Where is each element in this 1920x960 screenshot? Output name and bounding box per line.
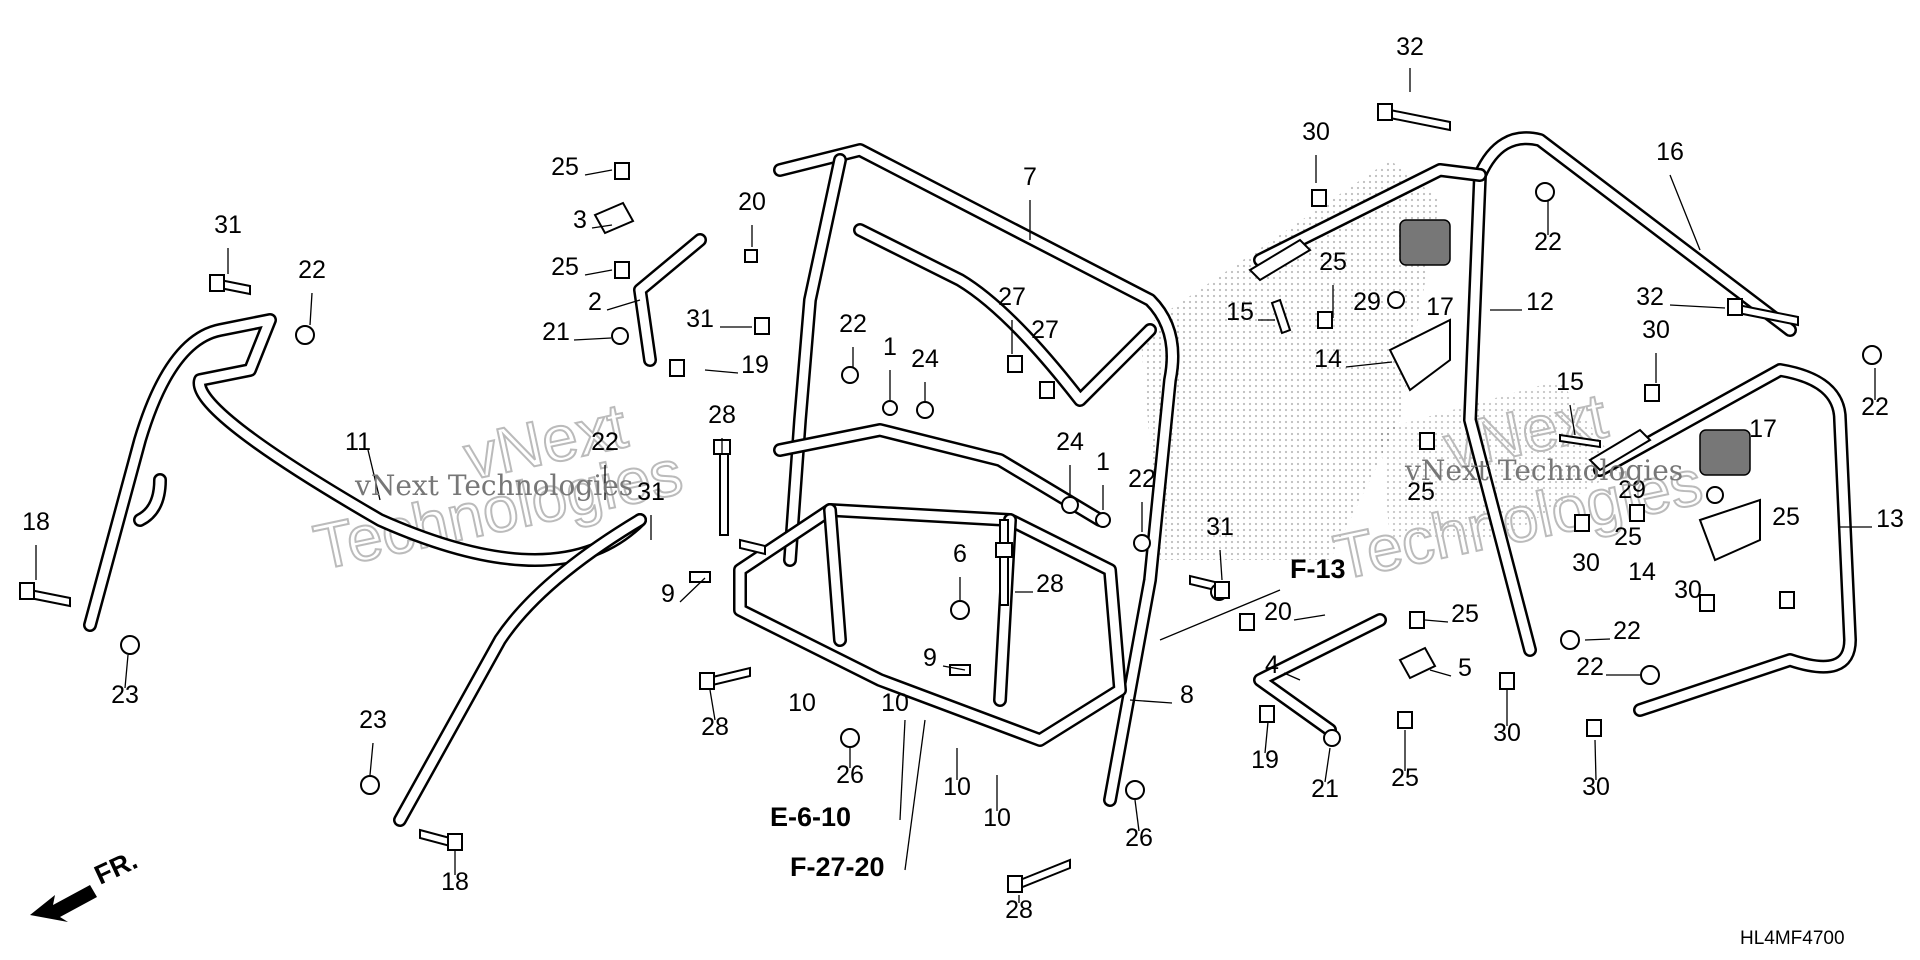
callout-number: 22 [1534, 228, 1562, 256]
right-frame-pipe-lower [1593, 363, 1857, 717]
callout-number: 24 [911, 345, 939, 373]
callout-number: 21 [542, 318, 570, 346]
callout-number: 6 [953, 540, 967, 568]
callout-number: 9 [661, 580, 675, 608]
watermark-text: vNext Technologies vNext Technologies [354, 454, 1683, 502]
right-frame-pipe-upper [1253, 131, 1797, 657]
callout-number: 22 [1861, 393, 1889, 421]
callout-number: 12 [1526, 288, 1554, 316]
callout-number: 9 [923, 644, 937, 672]
callout-number: 14 [1628, 558, 1656, 586]
dotted-shading [1140, 160, 1620, 560]
callout-number: 27 [1031, 316, 1059, 344]
callout-number: 18 [441, 868, 469, 896]
front-direction-arrow-icon [30, 885, 97, 922]
callout-number: 30 [1674, 576, 1702, 604]
callout-number: 19 [1251, 746, 1279, 774]
callout-number: 22 [1128, 465, 1156, 493]
callout-number: 29 [1353, 288, 1381, 316]
callout-number: 31 [637, 478, 665, 506]
callout-number: 2 [588, 288, 602, 316]
callout-number: 17 [1749, 415, 1777, 443]
callout-number: 15 [1556, 368, 1584, 396]
callout-number: 26 [1125, 824, 1153, 852]
callout-number: 10 [881, 689, 909, 717]
callout-number: 22 [298, 256, 326, 284]
callout-number: 4 [1265, 651, 1279, 679]
bracket-4 [1253, 613, 1387, 737]
callout-number: 25 [1451, 600, 1479, 628]
callout-number: 14 [1314, 345, 1342, 373]
callout-number: 18 [22, 508, 50, 536]
callout-number: 25 [1772, 503, 1800, 531]
reference-labels: F-13E-6-10F-27-20 [770, 554, 1346, 882]
callout-number: 30 [1572, 549, 1600, 577]
reference-label: F-27-20 [790, 852, 885, 882]
callout-number: 17 [1426, 293, 1454, 321]
callout-number: 21 [1311, 775, 1339, 803]
callout-number: 11 [345, 428, 371, 456]
callout-number: 25 [1614, 523, 1642, 551]
callout-number: 22 [1576, 653, 1604, 681]
callout-number: 25 [551, 153, 579, 181]
callout-number: 28 [1005, 896, 1033, 924]
callout-number: 20 [738, 188, 766, 216]
callout-number: 1 [1096, 448, 1110, 476]
callout-number: 5 [1458, 654, 1472, 682]
callout-number: 31 [214, 211, 242, 239]
callout-number: 10 [983, 804, 1011, 832]
bracket-2 [633, 233, 707, 367]
mount-parts [1248, 219, 1761, 562]
callout-number: 10 [943, 773, 971, 801]
callout-number: 22 [1613, 617, 1641, 645]
callout-number: 13 [1876, 505, 1904, 533]
callout-number: 1 [883, 333, 897, 361]
callout-number: 25 [1319, 248, 1347, 276]
watermark-label: vNext Technologies [354, 469, 633, 502]
callout-number: 29 [1618, 476, 1646, 504]
callout-number: 19 [741, 351, 769, 379]
reference-label: E-6-10 [770, 802, 851, 832]
callout-number: 15 [1226, 298, 1254, 326]
callout-number: 22 [839, 310, 867, 338]
callout-number: 30 [1642, 316, 1670, 344]
diagram-code: HL4MF4700 [1740, 928, 1845, 949]
callout-number: 25 [1407, 478, 1435, 506]
callout-number: 27 [998, 283, 1026, 311]
callout-number: 7 [1023, 163, 1037, 191]
callout-number: 30 [1582, 773, 1610, 801]
callout-number: 31 [1206, 513, 1234, 541]
callout-number: 25 [551, 253, 579, 281]
callout-number: 28 [701, 713, 729, 741]
callout-number: 10 [788, 689, 816, 717]
callout-number: 32 [1636, 283, 1664, 311]
callout-number: 30 [1493, 719, 1521, 747]
direction-label: FR. [90, 845, 142, 891]
callout-number: 28 [1036, 570, 1064, 598]
fasteners [19, 103, 1882, 893]
callout-number: 24 [1056, 428, 1084, 456]
callout-number: 32 [1396, 33, 1424, 61]
callout-number: 30 [1302, 118, 1330, 146]
callout-number: 22 [591, 428, 619, 456]
callout-number: 20 [1264, 598, 1292, 626]
callout-number: 25 [1391, 764, 1419, 792]
callout-number: 3 [573, 206, 587, 234]
callout-number: 8 [1180, 681, 1194, 709]
leader-lines [35, 68, 1876, 903]
rear-frame-pipe-left [83, 313, 647, 827]
reference-label: F-13 [1290, 554, 1346, 584]
callout-number: 23 [359, 706, 387, 734]
callout-number: 26 [836, 761, 864, 789]
main-roll-frame [773, 143, 1180, 807]
callout-number: 23 [111, 681, 139, 709]
watermark-label: vNext Technologies [1404, 454, 1683, 487]
callout-number: 31 [686, 305, 714, 333]
callout-number: 28 [708, 401, 736, 429]
callout-number: 16 [1656, 138, 1684, 166]
floor-frame [733, 423, 1127, 747]
